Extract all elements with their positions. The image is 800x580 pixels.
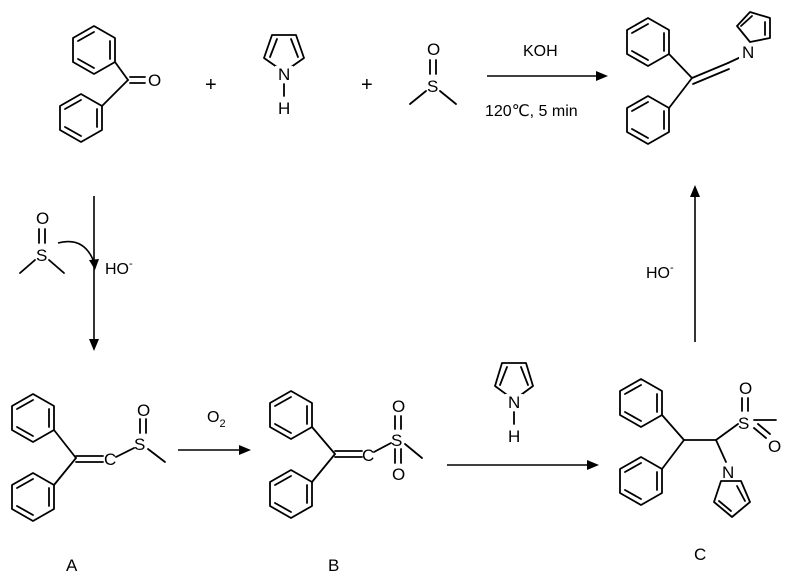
curved-arrow [57, 240, 95, 263]
product-nitrogen-label: N [742, 43, 754, 62]
plus-sign-1: + [205, 74, 217, 96]
addition-arrow [447, 460, 599, 470]
koh-label: KOH [523, 43, 558, 60]
B-sulfur: S [391, 431, 402, 450]
dmso-left-oxygen: O [36, 209, 49, 228]
label-C: C [694, 545, 706, 564]
B-oxygen-bottom: O [392, 465, 405, 484]
dmso-sulfur: S [427, 77, 438, 96]
dmso-oxygen: O [427, 40, 440, 59]
elimination-arrow: HO- [646, 185, 700, 342]
oxidation-arrow: O2 [178, 409, 251, 455]
pyrrole-bottom-hydrogen: H [508, 427, 520, 446]
pyrrole-bottom-nitrogen: N [508, 393, 520, 412]
label-B: B [328, 556, 339, 575]
dmso-reagent-left: O S [19, 209, 65, 274]
C-oxygen-top: O [739, 379, 752, 398]
product-vinylpyrrole: N N [626, 11, 771, 145]
A-sulfur: S [134, 435, 145, 454]
hydroxide-right: HO- [646, 262, 674, 282]
pyrrole-reagent-bottom: N H [494, 362, 534, 446]
hydroxide-left: HO- [105, 258, 133, 278]
left-reaction-arrow: HO- [89, 196, 133, 351]
oxygen-label: O2 [207, 409, 226, 430]
pyrrole-reactant: N H [263, 34, 305, 118]
C-oxygen-right: O [768, 437, 781, 456]
koh-reaction-arrow: KOH 120℃, 5 min [485, 43, 608, 120]
C-nitrogen-label: N [722, 463, 734, 482]
benzophenone-oxygen: O [148, 71, 161, 90]
A-oxygen: O [137, 401, 150, 420]
B-carbon: C [362, 446, 374, 465]
B-oxygen-top: O [392, 397, 405, 416]
label-A: A [66, 556, 78, 575]
plus-sign-2: + [361, 74, 373, 96]
dmso-reactant: O S [409, 40, 457, 105]
benzophenone: O [59, 25, 161, 143]
reaction-conditions: 120℃, 5 min [485, 103, 578, 120]
pyrrole-hydrogen: H [278, 99, 290, 118]
C-sulfur: S [738, 414, 749, 433]
pyrrole-nitrogen: N [278, 65, 290, 84]
intermediate-A: C S O A [11, 393, 166, 575]
A-carbon: C [104, 450, 116, 469]
intermediate-C: S O O N N C [619, 378, 781, 564]
intermediate-B: C S O O B [269, 390, 423, 575]
dmso-left-sulfur: S [36, 246, 47, 265]
